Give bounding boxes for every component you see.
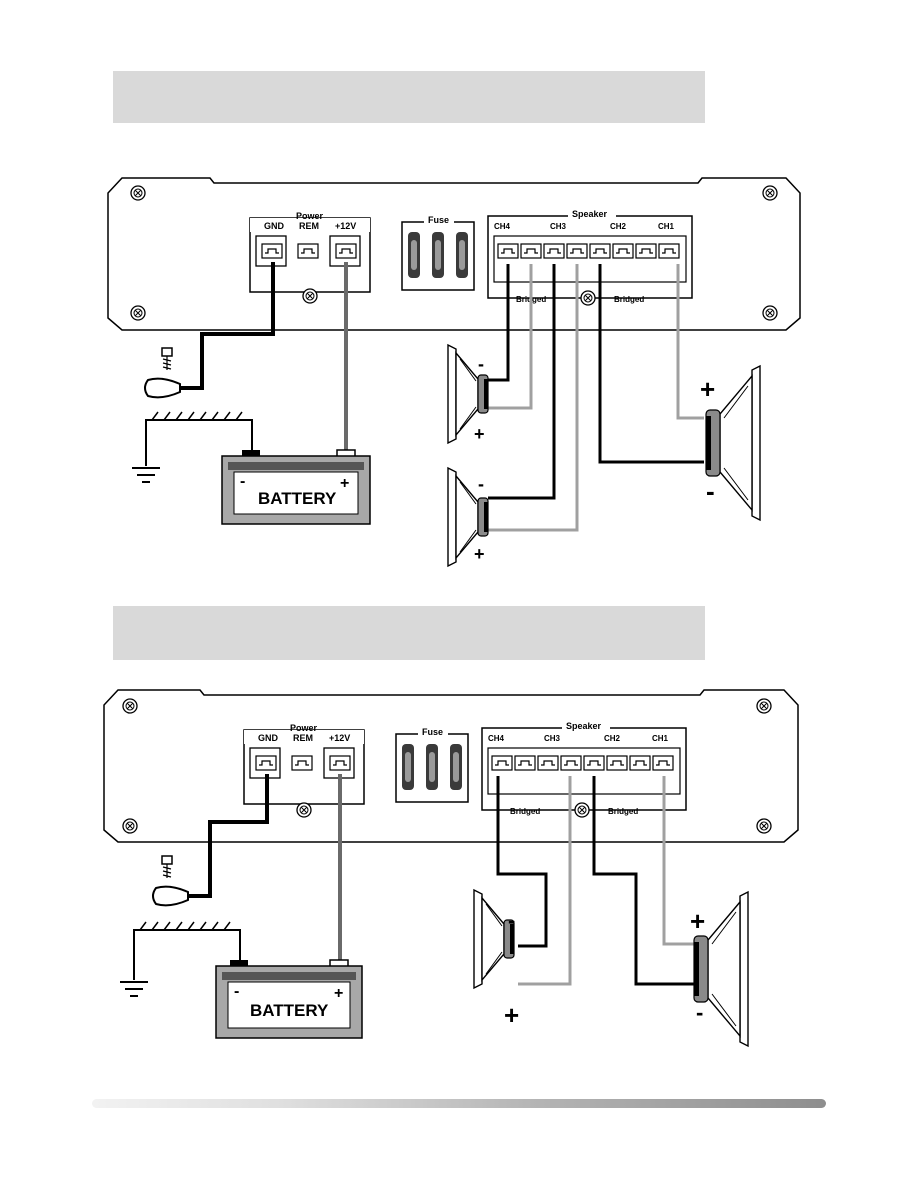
power-screw-icon xyxy=(302,288,318,304)
speaker-screw-icon-2 xyxy=(574,802,590,818)
v12-label-2: +12V xyxy=(329,733,350,743)
rem-label-2: REM xyxy=(293,733,313,743)
power-screw-icon-2 xyxy=(296,802,312,818)
v12-terminal xyxy=(335,243,357,259)
gnd-label-2: GND xyxy=(258,733,279,743)
corner-screw-icon xyxy=(762,305,778,321)
speaker-4-minus: - xyxy=(508,908,515,933)
speaker-label-2: Speaker xyxy=(566,721,602,731)
speaker-2-minus: - xyxy=(478,474,484,494)
corner-screw-icon xyxy=(130,305,146,321)
ground-symbol-icon-2 xyxy=(120,921,241,997)
rem-terminal xyxy=(297,243,319,259)
speaker-3-plus: + xyxy=(700,374,715,404)
rem-label: REM xyxy=(299,221,319,231)
diagram-1-header-bar xyxy=(113,71,705,123)
fuse-label: Fuse xyxy=(428,215,449,225)
speaker-1-minus: - xyxy=(478,354,484,374)
battery-2-plus-label: + xyxy=(334,985,343,1002)
ch1-label-2: CH1 xyxy=(652,734,669,743)
battery-1: - + BATTERY xyxy=(221,449,371,525)
ring-terminal-icon-2 xyxy=(152,855,189,907)
speaker-5-plus: + xyxy=(690,906,705,936)
ground-symbol-icon xyxy=(132,411,253,483)
speaker-2-plus: + xyxy=(474,544,485,564)
corner-screw-icon xyxy=(756,818,772,834)
ring-terminal-icon xyxy=(144,347,181,399)
fuse-icon xyxy=(408,232,420,278)
footer-gradient-bar xyxy=(92,1099,826,1108)
ch4-label: CH4 xyxy=(494,222,511,231)
battery-2-label: BATTERY xyxy=(250,1001,329,1020)
power-label: Power xyxy=(296,211,324,221)
battery-label: BATTERY xyxy=(258,489,337,508)
v12-label: +12V xyxy=(335,221,356,231)
diagram-2-header-bar xyxy=(113,606,705,660)
gnd-terminal xyxy=(261,243,283,259)
ch2-label: CH2 xyxy=(610,222,627,231)
battery-plus-label: + xyxy=(340,475,349,492)
corner-screw-icon xyxy=(130,185,146,201)
battery-minus-label: - xyxy=(240,473,245,490)
corner-screw-icon xyxy=(122,698,138,714)
bridged-label-3: Bridged xyxy=(510,807,540,816)
diagram-1: Power GND REM +12V Fuse Speaker CH4 CH3 … xyxy=(107,177,801,567)
battery-2-minus-label: - xyxy=(234,983,239,1000)
speaker-4-icon xyxy=(473,889,515,989)
ch1-label: CH1 xyxy=(658,222,675,231)
ch2-label-2: CH2 xyxy=(604,734,621,743)
power-label-2: Power xyxy=(290,723,318,733)
fuse-icon xyxy=(456,232,468,278)
speaker-4-plus: + xyxy=(504,1000,519,1030)
speaker-label: Speaker xyxy=(572,209,608,219)
battery-2: - + BATTERY xyxy=(215,959,363,1039)
ch4-label-2: CH4 xyxy=(488,734,505,743)
ch3-label-2: CH3 xyxy=(544,734,561,743)
speaker-screw-icon xyxy=(580,290,596,306)
diagram-2: Power GND REM +12V Fuse Speaker CH4 CH3 … xyxy=(103,689,799,1047)
speaker-1-plus: + xyxy=(474,424,485,444)
fuse-icon xyxy=(432,232,444,278)
gnd-label: GND xyxy=(264,221,285,231)
ch3-label: CH3 xyxy=(550,222,567,231)
corner-screw-icon xyxy=(756,698,772,714)
speaker-3-minus: - xyxy=(706,476,715,506)
speaker-5-minus: - xyxy=(696,1000,703,1025)
bridged-label-2: Bridged xyxy=(614,295,644,304)
fuse-label-2: Fuse xyxy=(422,727,443,737)
corner-screw-icon xyxy=(122,818,138,834)
bridged-label-4: Bridged xyxy=(608,807,638,816)
corner-screw-icon xyxy=(762,185,778,201)
